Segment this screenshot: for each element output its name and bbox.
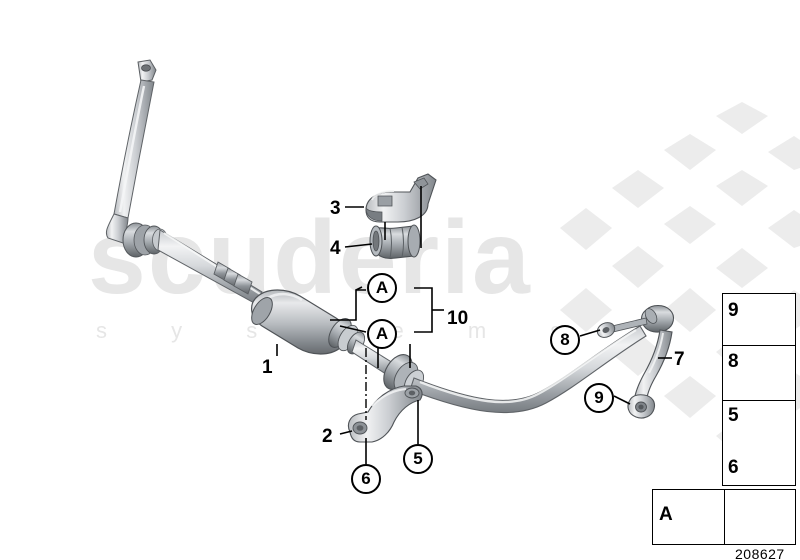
legend-item-5-6[interactable]: 5 6 bbox=[723, 401, 795, 485]
callout-label-4: 4 bbox=[330, 238, 341, 259]
legend-number-8: 8 bbox=[728, 351, 739, 372]
callout-circle-a-lower[interactable]: A bbox=[367, 319, 397, 349]
symbol-box-direction-arrow[interactable] bbox=[724, 489, 796, 545]
swivel-motor-actuator bbox=[251, 289, 366, 355]
callout-circle-a-upper[interactable]: A bbox=[367, 273, 397, 303]
callout-circle-6[interactable]: 6 bbox=[351, 464, 381, 494]
symbol-box-marker-a[interactable]: A bbox=[652, 489, 724, 545]
stabilizer-mounting-bracket bbox=[365, 173, 437, 223]
stabilizer-bar-left-arm bbox=[105, 59, 157, 245]
symbol-letter-a: A bbox=[659, 504, 673, 525]
legend-number-9: 9 bbox=[728, 300, 739, 321]
callout-circle-9[interactable]: 9 bbox=[584, 383, 614, 413]
callout-label-1: 1 bbox=[262, 357, 273, 378]
leader-lines bbox=[276, 186, 672, 464]
callout-label-7: 7 bbox=[674, 349, 685, 370]
legend-number-5: 5 bbox=[728, 405, 739, 426]
legend-item-8[interactable]: 8 bbox=[723, 346, 795, 401]
stabilizer-bar-left-shaft bbox=[157, 229, 263, 305]
symbol-legend-boxes: A bbox=[652, 489, 796, 545]
parts-legend-panel: 9 8 5 6 bbox=[722, 293, 796, 486]
callout-label-2: 2 bbox=[322, 426, 333, 447]
callout-label-10: 10 bbox=[447, 308, 469, 329]
callout-circle-8[interactable]: 8 bbox=[550, 325, 580, 355]
stabilizer-clamp-bracket bbox=[347, 385, 423, 443]
rubber-mount-bushing bbox=[369, 224, 421, 259]
callout-circle-5[interactable]: 5 bbox=[403, 444, 433, 474]
callout-label-3: 3 bbox=[330, 198, 341, 219]
legend-number-6: 6 bbox=[728, 457, 739, 478]
diagram-reference-number: 208627 bbox=[735, 546, 785, 560]
legend-item-9[interactable]: 9 bbox=[723, 294, 795, 346]
